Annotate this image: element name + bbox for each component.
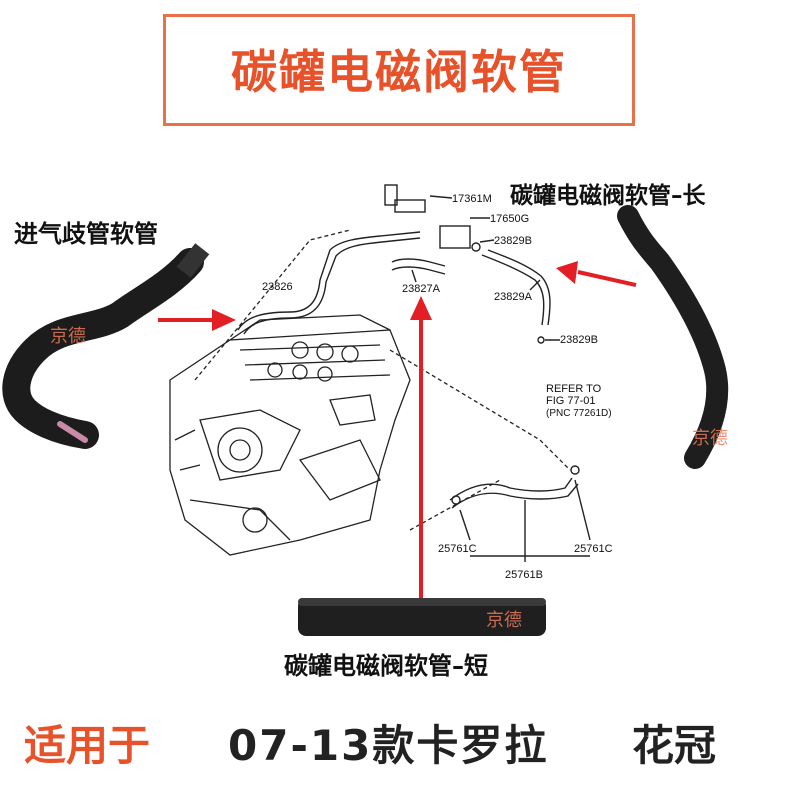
part-23829b-bottom: 23829B (560, 334, 598, 346)
model-years: 07-13款卡罗拉 (228, 721, 549, 770)
intake-hose-picture (2, 243, 210, 449)
short-hose-label: 碳罐电磁阀软管–短 (284, 652, 488, 680)
part-number-labels: 17361M 17650G 23829B 23826 23827A 23829A… (262, 193, 613, 581)
part-23827a: 23827A (402, 283, 441, 295)
part-25761c-right: 25761C (574, 543, 613, 555)
intake-hose-label: 进气歧管软管 (14, 220, 158, 248)
long-hose-picture (617, 205, 729, 469)
arrow-left (158, 309, 236, 331)
page-title: 碳罐电磁阀软管 (231, 45, 567, 99)
long-hose-label: 碳罐电磁阀软管–长 (510, 183, 706, 209)
watermark-bottom: 京德 (486, 610, 522, 631)
diagram-hoses (237, 184, 591, 562)
refer-to-line1: REFER TO (546, 383, 602, 395)
part-23829a: 23829A (494, 291, 533, 303)
arrow-up (410, 296, 432, 598)
model-name: 花冠 (632, 721, 717, 770)
compatibility-line: 适用于 07-13款卡罗拉 花冠 (0, 712, 800, 782)
refer-to-line3: (PNC 77261D) (546, 408, 612, 419)
part-23829b-top: 23829B (494, 235, 532, 247)
watermark-right: 京德 (692, 428, 728, 449)
engine-diagram (169, 229, 571, 556)
part-17361m: 17361M (452, 193, 492, 205)
refer-to-line2: FIG 77-01 (546, 395, 596, 407)
part-17650g: 17650G (490, 213, 529, 225)
short-hose-picture (298, 598, 546, 636)
part-23826: 23826 (262, 281, 293, 293)
watermark-left: 京德 (50, 326, 86, 347)
red-arrows (158, 261, 637, 598)
part-25761c-left: 25761C (438, 543, 477, 555)
fits-label: 适用于 (24, 721, 151, 770)
part-25761b: 25761B (505, 569, 543, 581)
arrow-right (556, 261, 637, 287)
title-frame (163, 14, 635, 126)
